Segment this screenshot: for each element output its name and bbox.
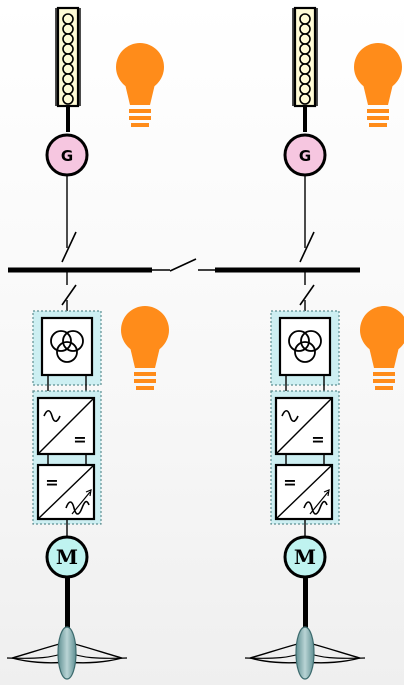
- right-propeller-shaft: [303, 577, 308, 635]
- right-motor-label: M: [294, 545, 316, 569]
- left-inverter-ac-icon: [65, 500, 90, 515]
- left-engine-icon: [54, 6, 82, 108]
- right-mid-bulb-icon: [360, 306, 404, 390]
- right-engine-icon: [291, 6, 319, 108]
- right-rectifier-ac-icon: [281, 409, 299, 423]
- main-bus: [8, 258, 360, 273]
- left-converter-breaker: [61, 284, 77, 306]
- left-motor-label: M: [56, 545, 78, 569]
- left-generator-breaker: [61, 231, 77, 263]
- left-generator-label: G: [61, 147, 73, 165]
- right-generator-breaker: [299, 231, 315, 263]
- right-inverter-dc-label: =: [283, 473, 296, 492]
- right-converter-breaker: [299, 284, 315, 306]
- left-chain: G = = M: [6, 6, 169, 680]
- right-generator-label: G: [299, 147, 311, 165]
- right-top-bulb-icon: [354, 43, 402, 127]
- left-shaft: [66, 106, 70, 132]
- left-propeller-hub: [57, 626, 77, 680]
- right-rectifier-dc-label: =: [311, 430, 324, 449]
- left-inverter-dc-label: =: [45, 473, 58, 492]
- right-inverter-ac-icon: [303, 500, 328, 515]
- left-propeller-shaft: [65, 577, 70, 635]
- right-propeller-hub: [295, 626, 315, 680]
- right-chain: G = = M: [244, 6, 404, 680]
- right-shaft: [303, 106, 307, 132]
- left-mid-bulb-icon: [121, 306, 169, 390]
- left-rectifier-dc-label: =: [73, 430, 86, 449]
- left-top-bulb-icon: [116, 43, 164, 127]
- left-rectifier-ac-icon: [43, 409, 61, 423]
- bus-tie-breaker: [169, 258, 197, 272]
